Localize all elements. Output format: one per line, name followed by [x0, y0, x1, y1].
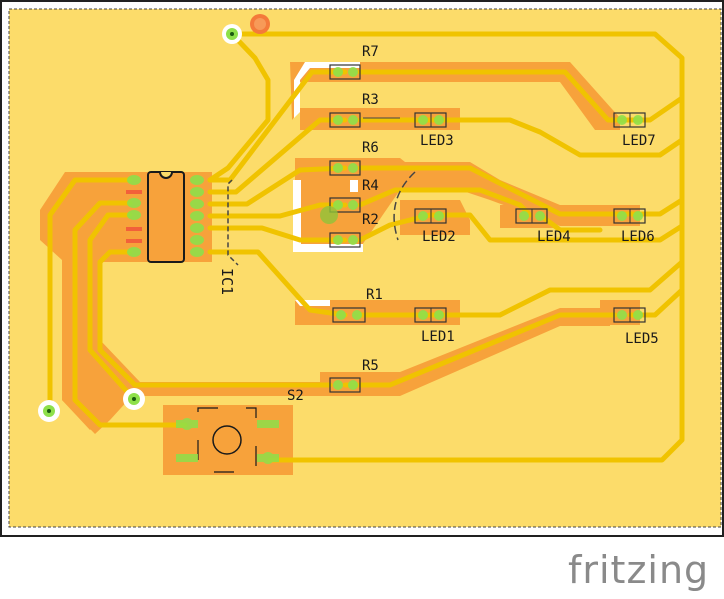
ic1[interactable]: IC1	[126, 171, 239, 295]
r1-label: R1	[366, 287, 383, 303]
r7-label: R7	[362, 44, 379, 60]
led-led5[interactable]: LED5	[613, 307, 659, 347]
resistor-r6[interactable]: R6	[329, 140, 379, 176]
ic1-unconnected-pins	[126, 190, 142, 243]
r2-label: R2	[362, 212, 379, 228]
resistor-r7[interactable]: R7	[329, 44, 379, 80]
r6-label: R6	[362, 140, 379, 156]
led-led7[interactable]: LED7	[613, 112, 656, 149]
ic1-label: IC1	[218, 268, 236, 295]
leds: LED3 LED7 LED2 LED4	[414, 112, 659, 347]
led1-label: LED1	[421, 329, 455, 345]
resistor-r5[interactable]: R5	[329, 358, 379, 393]
pcb-board-view: IC1 R7 R3 R6 R4	[0, 0, 724, 537]
resistor-r1[interactable]: R1	[332, 287, 383, 323]
led4-label: LED4	[537, 229, 571, 245]
led-led6[interactable]: LED6	[613, 208, 655, 245]
switch-s2[interactable]: S2	[176, 388, 304, 473]
trace-left-1	[47, 177, 133, 413]
led3-label: LED3	[420, 133, 454, 149]
fritzing-logo: fritzing	[568, 548, 710, 592]
resistor-r2[interactable]: R2	[329, 212, 379, 248]
resistor-r4[interactable]: R4	[329, 178, 379, 213]
led-led2[interactable]: LED2	[414, 208, 456, 245]
s2-outline	[197, 407, 257, 473]
r5-label: R5	[362, 358, 379, 374]
led2-label: LED2	[422, 229, 456, 245]
s2-button-circle	[212, 425, 242, 455]
led-led3[interactable]: LED3	[414, 112, 454, 149]
trace-vcc	[229, 31, 685, 463]
resistor-r3[interactable]: R3	[329, 92, 379, 128]
s2-label: S2	[287, 388, 304, 404]
led7-label: LED7	[622, 133, 656, 149]
led-led1[interactable]: LED1	[414, 307, 455, 345]
led6-label: LED6	[621, 229, 655, 245]
resistors: R7 R3 R6 R4 R2	[329, 44, 383, 393]
pcb-canvas: IC1 R7 R3 R6 R4	[8, 8, 722, 528]
r3-label: R3	[362, 92, 379, 108]
silkscreen-arc	[393, 171, 416, 241]
traces	[47, 31, 685, 463]
ic1-pins	[127, 175, 204, 257]
vias	[38, 14, 338, 422]
led5-label: LED5	[625, 331, 659, 347]
pcb-outline[interactable]	[8, 8, 722, 528]
s2-pads	[176, 418, 279, 464]
r4-label: R4	[362, 178, 379, 194]
led-led4[interactable]: LED4	[515, 208, 571, 245]
